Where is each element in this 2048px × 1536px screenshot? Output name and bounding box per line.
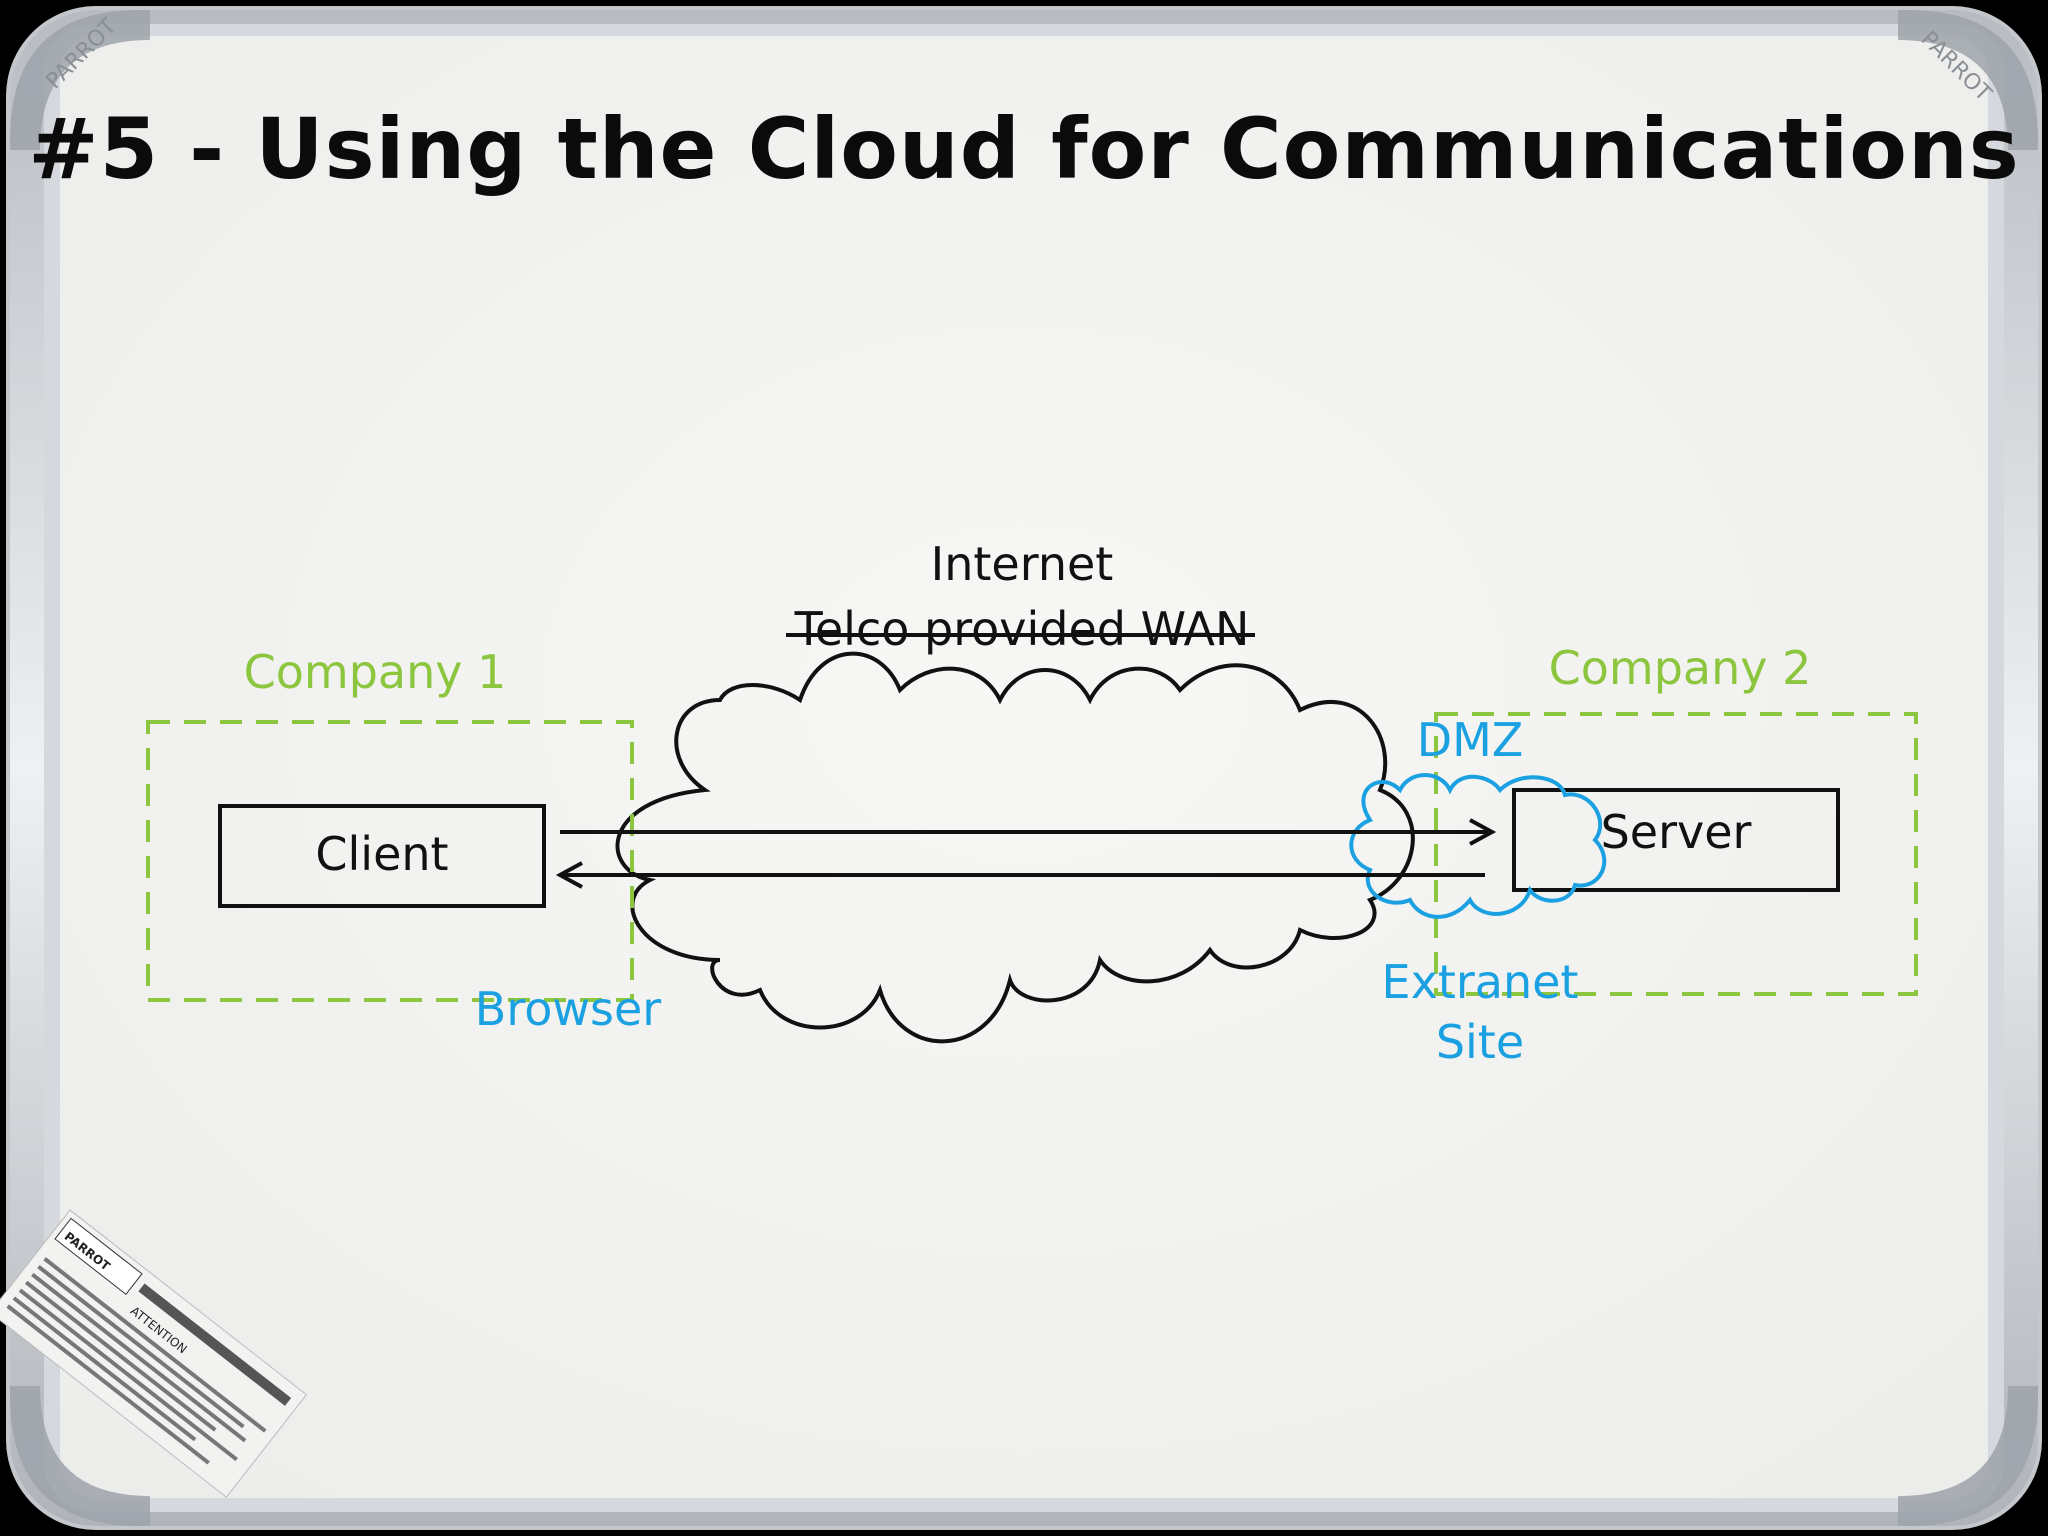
extranet-label-line2: Site xyxy=(1436,1015,1524,1069)
browser-label: Browser xyxy=(475,982,661,1036)
board-frame xyxy=(6,6,2042,1530)
company2-boundary xyxy=(1434,712,1918,996)
cloud-label-internet: Internet xyxy=(931,537,1114,591)
extranet-label-line1: Extranet xyxy=(1382,955,1579,1009)
board-surface xyxy=(60,36,1988,1498)
corner-caps xyxy=(10,10,2038,1526)
cloud-label-telco: Telco provided WAN xyxy=(794,602,1250,656)
instruction-sticker: PARROT ATTENTION xyxy=(0,1209,308,1498)
company1-boundary xyxy=(146,720,634,1002)
diagram-title: #5 - Using the Cloud for Communications xyxy=(28,100,2020,198)
dmz-label: DMZ xyxy=(1417,713,1524,767)
company1-label: Company 1 xyxy=(244,645,507,699)
response-arrow xyxy=(555,861,1485,889)
company2-label: Company 2 xyxy=(1549,641,1812,695)
dmz-cloud xyxy=(1349,773,1607,919)
client-label: Client xyxy=(315,827,448,881)
client-box xyxy=(218,804,546,908)
internet-cloud xyxy=(615,651,1415,1044)
request-arrow xyxy=(560,818,1497,846)
server-label: Server xyxy=(1601,805,1752,859)
server-box xyxy=(1512,788,1840,892)
